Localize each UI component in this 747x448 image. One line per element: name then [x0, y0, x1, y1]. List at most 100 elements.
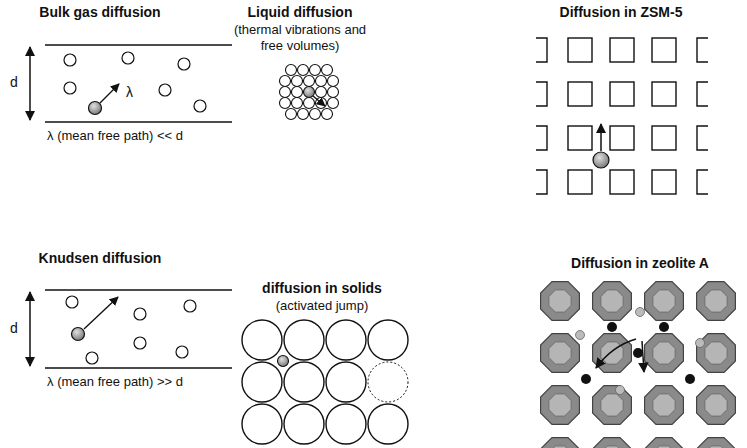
framework-square — [610, 126, 634, 150]
liquid-molecule — [298, 65, 309, 76]
guest-molecule — [616, 386, 625, 395]
framework-edge — [536, 170, 547, 194]
liquid-molecule — [280, 98, 291, 109]
liquid-molecule — [286, 109, 297, 120]
liquid-molecule — [328, 87, 339, 98]
framework-square — [568, 82, 592, 106]
liquid-molecule — [316, 87, 327, 98]
cage-core — [653, 342, 675, 364]
dimension-label: d — [10, 74, 18, 91]
sodalite-cage — [541, 386, 580, 425]
interstitial-atom — [278, 356, 289, 367]
sodalite-cage — [645, 438, 684, 448]
liquid-molecule — [280, 87, 291, 98]
solid-lattice — [242, 320, 408, 444]
liquid-molecule — [304, 76, 315, 87]
liquid-molecule — [322, 65, 333, 76]
sodalite-cage — [697, 282, 736, 321]
lattice-atom — [242, 320, 282, 360]
sodalite-cage — [593, 282, 632, 321]
window-blocker — [633, 348, 643, 358]
free-path-arrow — [100, 84, 119, 103]
caption: λ (mean free path) >> d — [47, 374, 183, 390]
liquid-molecule — [304, 98, 315, 109]
guest-molecule — [636, 308, 645, 317]
liquid-molecule — [280, 76, 291, 87]
lattice-atom — [368, 404, 408, 444]
sodalite-cage — [593, 386, 632, 425]
liquid-molecule — [316, 76, 327, 87]
liquid-molecule — [292, 76, 303, 87]
framework-edge — [697, 82, 708, 106]
liquid-molecule — [304, 87, 315, 98]
bulk-gas-channel — [30, 45, 232, 122]
liquid-molecules — [280, 65, 339, 120]
zeolite-a-framework — [541, 282, 736, 448]
cage-core — [705, 446, 727, 448]
symbol-label: λ — [126, 84, 133, 101]
tracer-molecule — [593, 152, 609, 168]
lattice-atom — [284, 404, 324, 444]
framework-edge — [697, 170, 708, 194]
lattice-atom — [284, 320, 324, 360]
panel-title: Diffusion in zeolite A — [571, 255, 709, 272]
framework-square — [652, 170, 676, 194]
sodalite-cage — [593, 438, 632, 448]
cage-core — [705, 342, 727, 364]
sodalite-cage — [645, 386, 684, 425]
cage-core — [705, 290, 727, 312]
free-path-arrow — [84, 297, 118, 329]
liquid-molecule — [310, 109, 321, 120]
framework-edge — [697, 126, 708, 150]
panel-title: Diffusion in ZSM-5 — [560, 4, 683, 21]
liquid-molecule — [310, 65, 321, 76]
lattice-atom — [326, 362, 366, 402]
framework-square — [610, 170, 634, 194]
zsm5-framework — [536, 38, 708, 194]
cage-core — [653, 290, 675, 312]
lattice-atom — [368, 320, 408, 360]
sodalite-cage — [593, 334, 632, 373]
lattice-atom — [326, 404, 366, 444]
gas-molecules — [66, 296, 196, 364]
cage-core — [549, 342, 571, 364]
liquid-molecule — [328, 76, 339, 87]
liquid-molecule — [292, 87, 303, 98]
lattice-atom — [242, 404, 282, 444]
sodalite-cage — [541, 334, 580, 373]
liquid-molecule — [322, 109, 333, 120]
sodalite-cage — [697, 438, 736, 448]
framework-square — [652, 82, 676, 106]
liquid-molecule — [328, 98, 339, 109]
framework-edge — [697, 38, 708, 62]
framework-edge — [536, 82, 547, 106]
caption: (thermal vibrations and free volumes) — [225, 22, 375, 53]
window-blocker — [607, 322, 617, 332]
caption: (activated jump) — [276, 298, 368, 314]
cage-core — [549, 446, 571, 448]
lattice-atom — [284, 362, 324, 402]
framework-square — [652, 38, 676, 62]
hop-arrow — [642, 341, 644, 372]
framework-square — [610, 38, 634, 62]
liquid-molecule — [292, 98, 303, 109]
cage-core — [653, 446, 675, 448]
framework-square — [568, 126, 592, 150]
window-blocker — [581, 374, 591, 384]
sodalite-cage — [645, 282, 684, 321]
liquid-molecule — [298, 109, 309, 120]
hop-arrow — [596, 339, 636, 368]
panel-title: Bulk gas diffusion — [39, 4, 160, 21]
cage-core — [601, 290, 623, 312]
tracer-molecule — [89, 102, 102, 115]
liquid-molecule — [286, 65, 297, 76]
cage-core — [601, 446, 623, 448]
cage-core — [653, 394, 675, 416]
lattice-atom — [326, 320, 366, 360]
cage-core — [601, 394, 623, 416]
sodalite-cage — [541, 282, 580, 321]
window-blocker — [685, 374, 695, 384]
caption: λ (mean free path) << d — [47, 128, 183, 144]
panel-title: Knudsen diffusion — [39, 250, 162, 267]
lattice-atom — [242, 362, 282, 402]
